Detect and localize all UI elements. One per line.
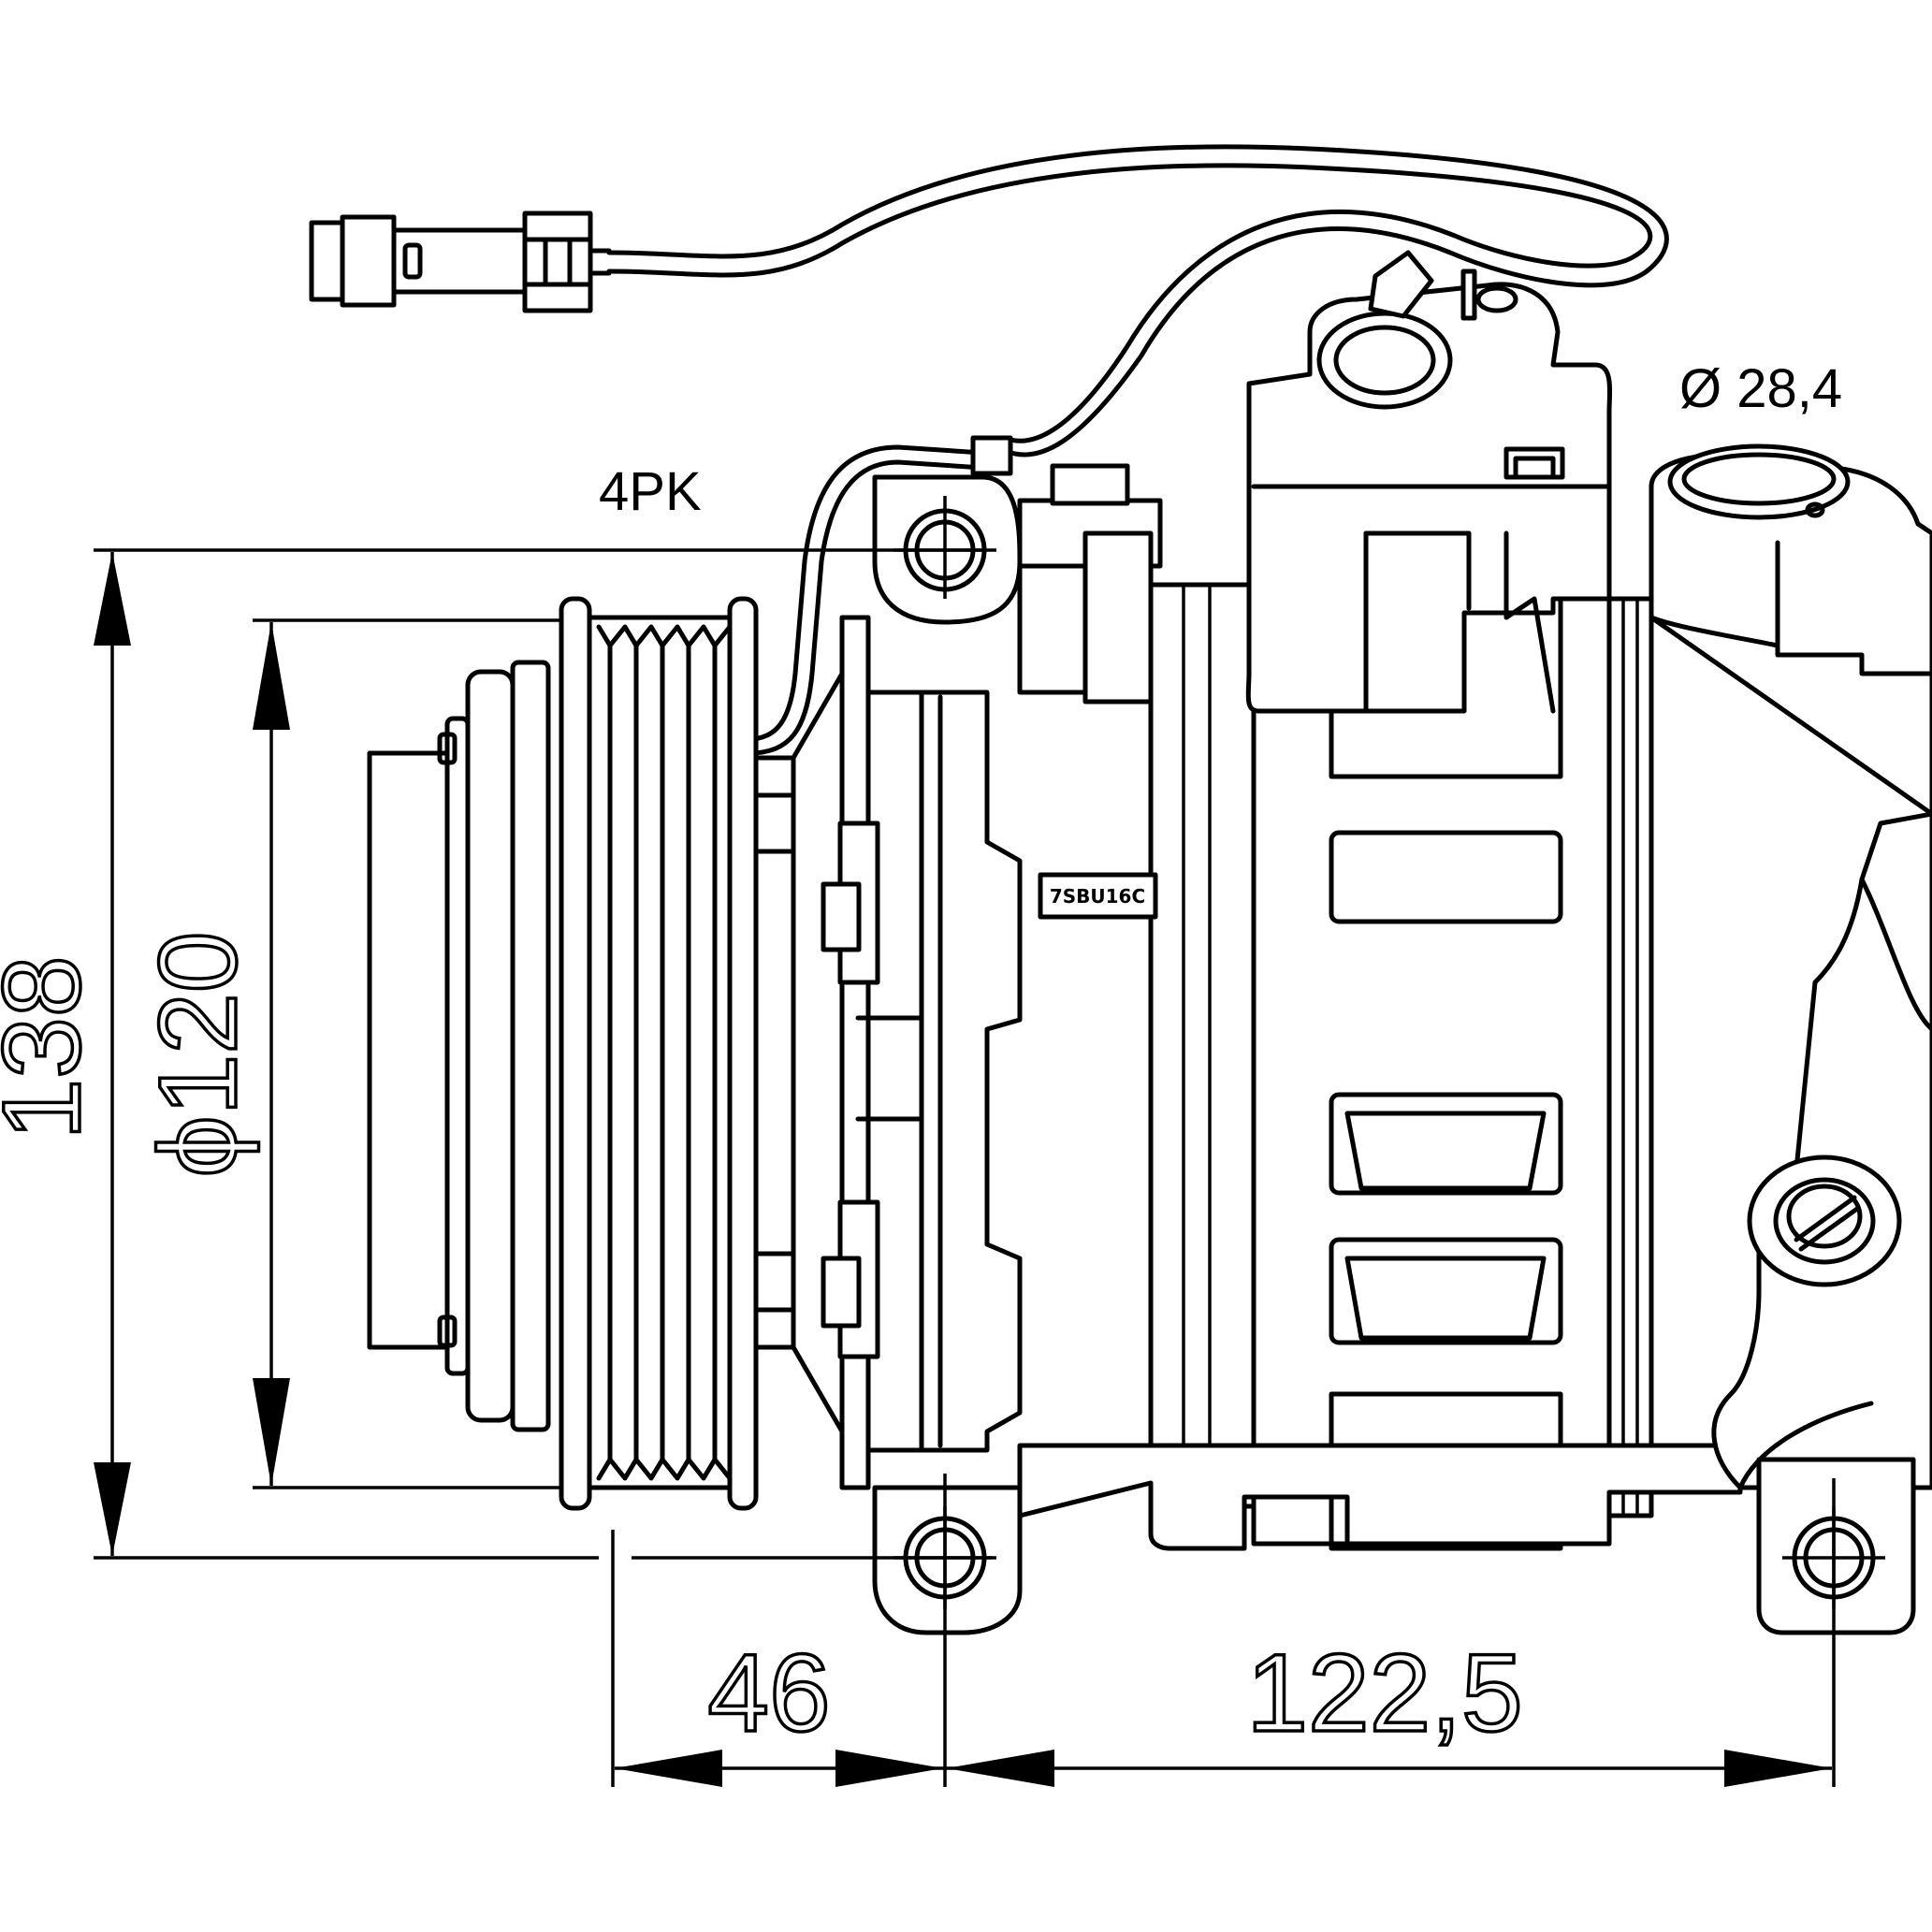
center-lines <box>893 496 1885 1609</box>
compressor-body <box>1148 526 1654 1551</box>
pulley-diameter-dimension: ϕ120 <box>135 618 561 1489</box>
clutch-connector <box>309 211 612 313</box>
wire-to-clutch <box>746 444 985 742</box>
pulley-diameter-text: ϕ120 <box>137 932 260 1178</box>
model-plate: 7SBU16C <box>1038 872 1158 920</box>
clutch-pulley <box>367 596 845 1511</box>
top-mount-ear <box>872 463 1163 705</box>
clutch-wire <box>606 144 1669 458</box>
suction-port-diameter-label: Ø 28,4 <box>1679 358 1842 419</box>
rear-housing <box>1649 443 1932 1490</box>
discharge-fitting <box>1245 250 1613 714</box>
front-housing <box>821 615 1023 1490</box>
mount-spacing-text: 122,5 <box>1246 1632 1522 1755</box>
pulley-grooves-label: 4PK <box>599 461 702 522</box>
model-plate-text: 7SBU16C <box>1050 885 1145 908</box>
clutch-wire-inner <box>606 163 1653 443</box>
bottom-left-mount-ear <box>872 1485 1023 1635</box>
bottom-right-mount-ear <box>1756 1457 1916 1635</box>
pulley-offset-text: 46 <box>707 1632 830 1755</box>
horizontal-dimensions: 46 122,5 <box>611 1474 1836 1787</box>
height-dimension: 138 <box>0 548 992 1560</box>
height-dimension-text: 138 <box>0 956 104 1140</box>
bottom-rail <box>1017 1443 1743 1551</box>
